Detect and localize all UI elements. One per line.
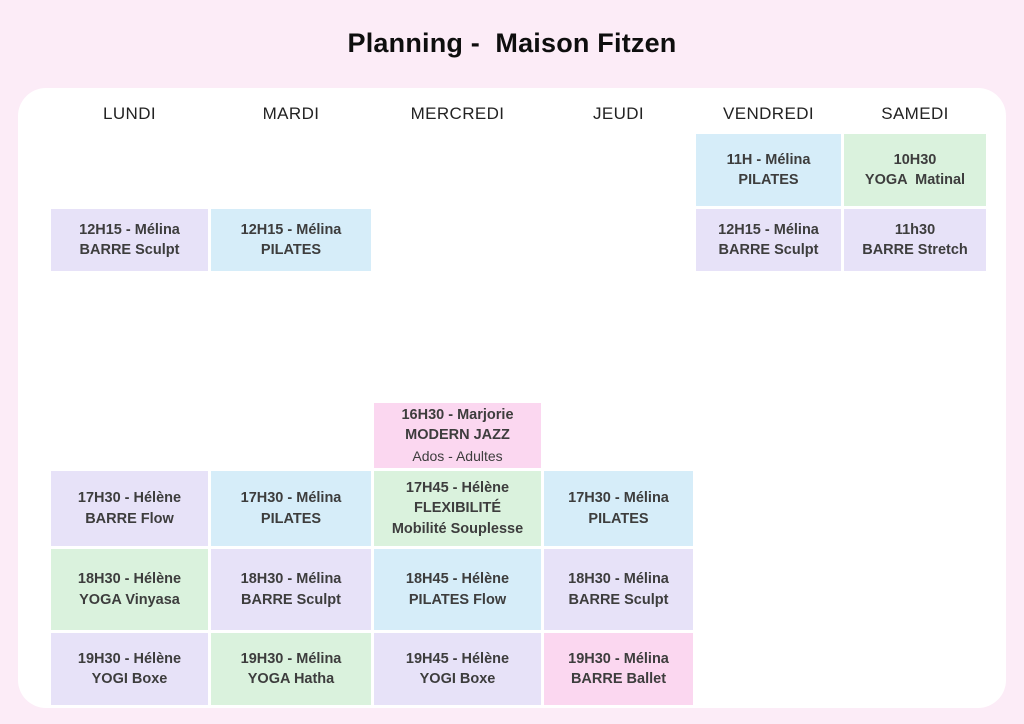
cell-class-name: BARRE Sculpt	[718, 242, 819, 258]
day-header-mercredi: MERCREDI	[410, 103, 505, 123]
cell-mercredi-18h45-pilates-flow: 18H45 - Hélène PILATES Flow	[374, 549, 541, 630]
schedule-grid: LUNDI MARDI MERCREDI JEUDI VENDREDI SAME…	[51, 96, 1006, 705]
cell-class-name: BARRE Sculpt	[241, 591, 341, 608]
cell-class-name: MODERN JAZZ	[405, 427, 510, 444]
cell-time-teacher: 18H30 - Mélina	[240, 571, 342, 587]
cell-class-name: PILATES Flow	[408, 591, 507, 608]
cell-time-teacher: 12H15 - Mélina	[79, 221, 180, 238]
cell-class-name: YOGA Hatha	[247, 671, 335, 687]
cell-time-teacher: 19H30 - Mélina	[568, 650, 669, 667]
cell-lundi-17h30-barre-flow: 17H30 - Hélène BARRE Flow	[51, 471, 208, 546]
day-header-samedi: SAMEDI	[881, 103, 949, 123]
schedule-card: LUNDI MARDI MERCREDI JEUDI VENDREDI SAME…	[18, 88, 1006, 708]
cell-vendredi-11h-pilates: 11H - Mélina PILATES	[696, 134, 841, 206]
cell-samedi-10h30-yoga-matinal: 10H30 YOGA Matinal	[844, 134, 986, 206]
cell-mercredi-16h30-modern-jazz: 16H30 - Marjorie MODERN JAZZ Ados - Adul…	[374, 403, 541, 468]
cell-time-teacher: 11h30	[894, 221, 936, 238]
cell-mardi-18h30-barre-sculpt: 18H30 - Mélina BARRE Sculpt	[211, 549, 371, 630]
cell-time-teacher: 18H30 - Mélina	[568, 571, 669, 587]
cell-time-teacher: 17H30 - Mélina	[240, 490, 342, 506]
cell-class-name: FLEXIBILITÉ	[414, 500, 501, 517]
day-header-mardi: MARDI	[262, 103, 320, 123]
cell-time-teacher: 16H30 - Marjorie	[401, 406, 514, 423]
cell-class-subname: Mobilité Souplesse	[391, 520, 524, 537]
cell-class-name: YOGI Boxe	[91, 671, 168, 687]
day-header-jeudi: JEUDI	[592, 103, 645, 123]
cell-class-name: BARRE Sculpt	[568, 591, 669, 608]
cell-class-name: BARRE Flow	[85, 510, 174, 527]
cell-class-name: PILATES	[738, 172, 799, 188]
cell-audience: Ados - Adultes	[412, 447, 503, 464]
cell-samedi-11h30-barre-stretch: 11h30 BARRE Stretch	[844, 209, 986, 271]
cell-mardi-19h30-yoga-hatha: 19H30 - Mélina YOGA Hatha	[211, 633, 371, 705]
cell-class-name: BARRE Sculpt	[79, 242, 180, 258]
cell-mardi-17h30-pilates: 17H30 - Mélina PILATES	[211, 471, 371, 546]
day-header-lundi: LUNDI	[102, 103, 156, 123]
page-title: Planning - Maison Fitzen	[347, 28, 677, 58]
day-header-vendredi: VENDREDI	[722, 103, 815, 123]
cell-time-teacher: 10H30	[893, 151, 937, 168]
cell-time-teacher: 19H30 - Mélina	[240, 650, 342, 667]
cell-time-teacher: 12H15 - Mélina	[240, 221, 342, 238]
cell-time-teacher: 17H30 - Hélène	[77, 490, 182, 506]
cell-jeudi-19h30-barre-ballet: 19H30 - Mélina BARRE Ballet	[544, 633, 693, 705]
cell-class-name: BARRE Ballet	[570, 671, 667, 687]
cell-time-teacher: 18H45 - Hélène	[405, 571, 510, 587]
cell-time-teacher: 17H30 - Mélina	[568, 490, 669, 506]
cell-time-teacher: 11H - Mélina	[726, 151, 811, 168]
cell-jeudi-18h30-barre-sculpt: 18H30 - Mélina BARRE Sculpt	[544, 549, 693, 630]
cell-mardi-12h15-pilates: 12H15 - Mélina PILATES	[211, 209, 371, 271]
cell-time-teacher: 19H45 - Hélène	[405, 650, 510, 667]
cell-class-name: YOGA Matinal	[864, 172, 966, 188]
cell-time-teacher: 17H45 - Hélène	[405, 479, 510, 496]
cell-time-teacher: 12H15 - Mélina	[718, 221, 819, 238]
cell-class-name: PILATES	[260, 510, 322, 527]
cell-time-teacher: 19H30 - Hélène	[77, 650, 182, 667]
cell-lundi-19h30-yogi-boxe: 19H30 - Hélène YOGI Boxe	[51, 633, 208, 705]
cell-lundi-18h30-yoga-vinyasa: 18H30 - Hélène YOGA Vinyasa	[51, 549, 208, 630]
cell-class-name: YOGI Boxe	[419, 671, 496, 687]
cell-mercredi-17h45-flexibilite: 17H45 - Hélène FLEXIBILITÉ Mobilité Soup…	[374, 471, 541, 546]
cell-jeudi-17h30-pilates: 17H30 - Mélina PILATES	[544, 471, 693, 546]
cell-mercredi-19h45-yogi-boxe: 19H45 - Hélène YOGI Boxe	[374, 633, 541, 705]
cell-class-name: YOGA Vinyasa	[79, 591, 180, 608]
cell-class-name: BARRE Stretch	[862, 242, 968, 258]
cell-class-name: PILATES	[588, 510, 649, 527]
cell-vendredi-12h15-barre-sculpt: 12H15 - Mélina BARRE Sculpt	[696, 209, 841, 271]
cell-class-name: PILATES	[260, 242, 322, 258]
cell-time-teacher: 18H30 - Hélène	[77, 571, 182, 587]
cell-lundi-12h15-barre-sculpt: 12H15 - Mélina BARRE Sculpt	[51, 209, 208, 271]
